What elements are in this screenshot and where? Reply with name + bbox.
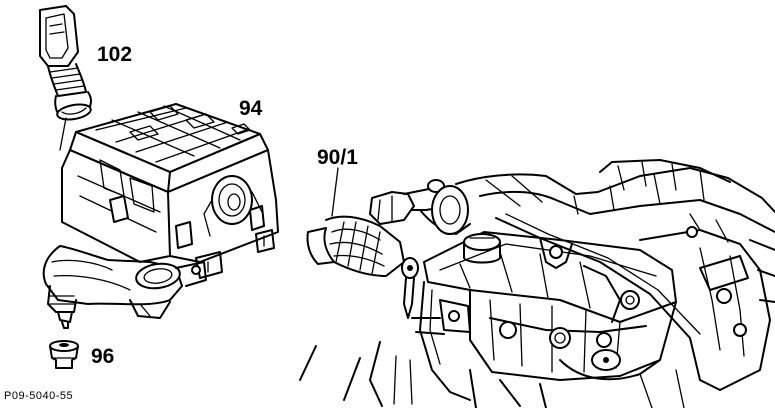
intake-hose [306,167,419,319]
engine-assembly [299,159,775,409]
callout-102: 102 [97,43,133,66]
callout-94: 94 [239,97,263,120]
callout-90-1: 90/1 [317,146,358,169]
rubber-grommet [49,340,79,369]
figure-code: P09-5040-55 [4,390,74,402]
leader-line [59,117,67,151]
air-filter-housing [61,103,279,279]
lower-intake-elbow [42,245,207,329]
air-intake-duct [39,5,92,121]
callout-96: 96 [91,345,115,368]
